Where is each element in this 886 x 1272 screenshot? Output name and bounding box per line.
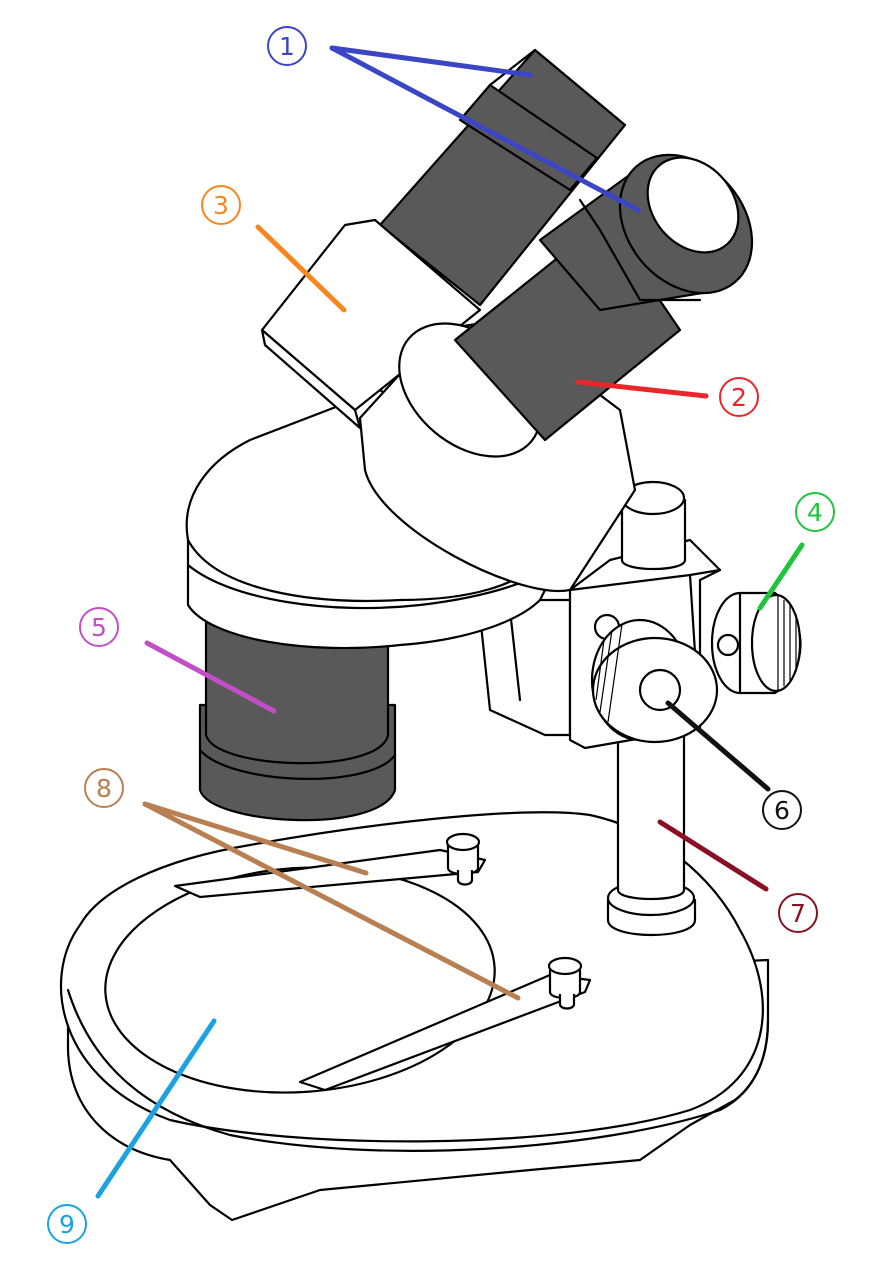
label-5: 5 bbox=[79, 607, 119, 647]
label-7: 7 bbox=[778, 893, 818, 933]
pointer-1b bbox=[329, 45, 641, 213]
pointer-5 bbox=[144, 640, 277, 714]
pointer-2 bbox=[575, 379, 709, 399]
stage-clips bbox=[173, 832, 592, 1092]
pointer-1a bbox=[329, 45, 533, 78]
label-1: 1 bbox=[267, 26, 307, 66]
left-eyepiece bbox=[378, 48, 627, 307]
pointer-7 bbox=[657, 819, 769, 892]
left-tube-collar bbox=[260, 218, 482, 430]
right-eyepiece bbox=[453, 153, 754, 442]
pointer-6 bbox=[665, 700, 771, 792]
pointer-4 bbox=[757, 542, 805, 611]
objective-tube bbox=[198, 618, 397, 822]
pointer-lines bbox=[95, 45, 805, 1199]
pointer-8b bbox=[142, 801, 521, 1001]
pillar bbox=[606, 718, 697, 937]
label-2: 2 bbox=[719, 377, 759, 417]
pointer-3 bbox=[255, 224, 347, 313]
label-9: 9 bbox=[47, 1204, 87, 1244]
pointer-8a bbox=[142, 801, 369, 876]
pointer-9 bbox=[95, 1018, 217, 1199]
label-6: 6 bbox=[762, 790, 802, 830]
label-8: 8 bbox=[84, 768, 124, 808]
label-3: 3 bbox=[201, 185, 241, 225]
focus-knob-right bbox=[710, 591, 802, 695]
label-4: 4 bbox=[795, 492, 835, 532]
